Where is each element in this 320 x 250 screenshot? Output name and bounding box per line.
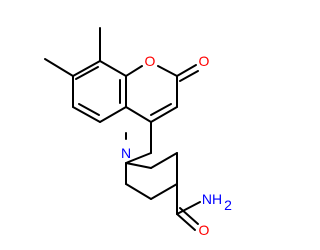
structure-background: [0, 0, 250, 250]
bond-amide-c-nh2: [176, 201, 201, 215]
bond-n-ca: [125, 162, 152, 169]
bond-c3-c4: [150, 106, 178, 123]
atom-amide-oxygen: O: [199, 222, 210, 238]
atom-ring-oxygen: O: [145, 53, 156, 69]
bond-c4-c4a: [125, 106, 152, 123]
bond-amide-c-o-inner: [179, 207, 199, 225]
bond-c8a-c8: [99, 60, 127, 77]
bond-c5-c4a: [99, 106, 127, 123]
bond-c8-c7: [72, 60, 101, 77]
bond-c3-c4-inner: [150, 103, 172, 116]
atom-amide-nitrogen-subscript: 2: [224, 197, 232, 213]
bond-c8-c7-inner: [75, 66, 99, 80]
bond-amide-c-o: [176, 213, 196, 231]
bond-c2-carbonyl-o-inner: [179, 70, 199, 82]
bond-ch2-n: [125, 152, 152, 164]
bond-c8a-o1: [125, 65, 143, 77]
bond-c2-carbonyl-o: [176, 64, 197, 77]
atom-amide-nitrogen: NH: [202, 191, 222, 207]
bond-ca-cb: [150, 152, 178, 169]
bond-c6-c5-inner: [78, 103, 100, 116]
bond-cd-c4p: [150, 183, 178, 200]
bond-c6-c5: [72, 106, 101, 123]
bond-cc-cd: [125, 183, 152, 200]
bond-o1-c2: [157, 65, 178, 77]
bonds: [44, 27, 201, 231]
chemical-structure-canvas: O O N O NH 2: [0, 0, 250, 250]
atom-labels: O O N O NH 2: [121, 53, 232, 238]
atom-piperidine-nitrogen: N: [121, 145, 131, 161]
atom-carbonyl-oxygen: O: [199, 53, 210, 69]
bond-methyl-c7: [44, 58, 74, 77]
